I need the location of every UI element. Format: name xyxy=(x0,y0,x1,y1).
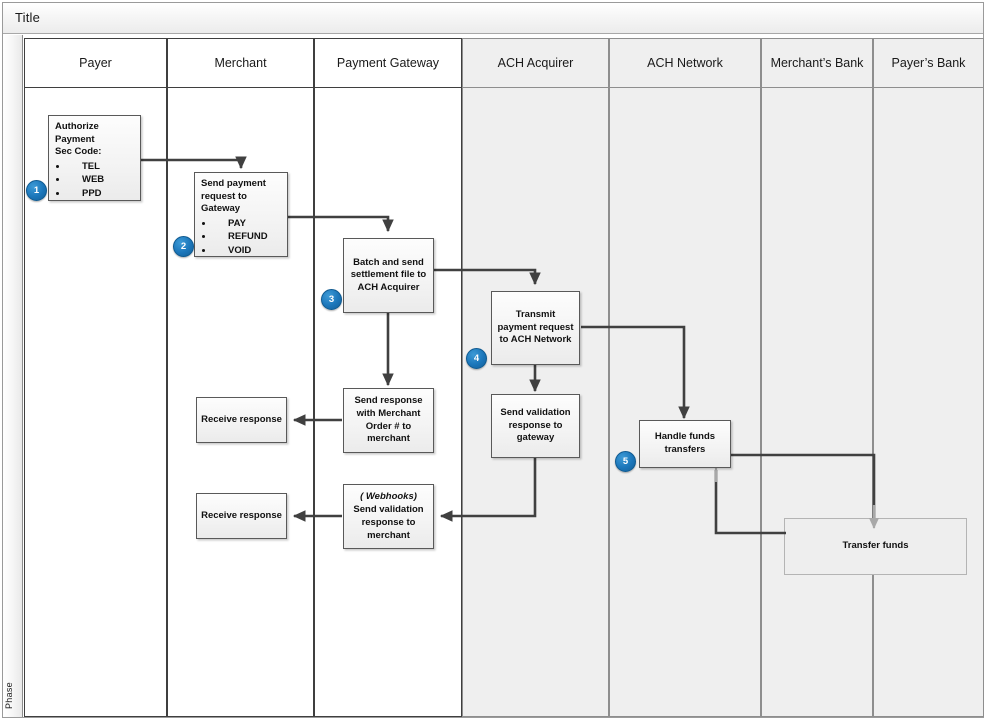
node-authorize-payment-line-1: Authorize xyxy=(55,121,99,132)
lane-body-payers-bank xyxy=(873,88,984,717)
lane-body-ach-network xyxy=(609,88,761,717)
bullet-web: WEB xyxy=(68,174,135,187)
title-bar: Title xyxy=(3,3,983,34)
node-receive-response-2-label: Receive response xyxy=(201,509,282,521)
node-receive-response-1[interactable]: Receive response xyxy=(196,397,287,443)
node-authorize-payment[interactable]: Authorize Payment Sec Code: TEL WEB PPD xyxy=(48,115,141,201)
bullet-pay: PAY xyxy=(214,218,282,231)
bullet-tel: TEL xyxy=(68,161,135,174)
step-badge-1: 1 xyxy=(26,180,47,201)
lane-header-merchant: Merchant xyxy=(167,38,314,88)
bullet-ppd: PPD xyxy=(68,188,135,201)
lane-header-ach-network: ACH Network xyxy=(609,38,761,88)
node-batch-and-send[interactable]: Batch and send settlement file to ACH Ac… xyxy=(343,238,434,313)
node-authorize-payment-line-3: Sec Code: xyxy=(55,146,102,158)
step-badge-3: 3 xyxy=(321,289,342,310)
node-transfer-funds-label: Transfer funds xyxy=(842,540,909,552)
lane-merchant: Merchant xyxy=(167,38,314,717)
lane-ach-acquirer: ACH Acquirer xyxy=(462,38,609,717)
node-send-response-order-label: Send response with Merchant Order # to m… xyxy=(354,395,423,445)
node-transfer-funds[interactable]: Transfer funds xyxy=(784,518,967,575)
node-authorize-payment-bullets: TEL WEB PPD xyxy=(55,161,135,201)
step-badge-2: 2 xyxy=(173,236,194,257)
step-badge-4: 4 xyxy=(466,348,487,369)
lane-ach-network: ACH Network xyxy=(609,38,761,717)
lane-header-payment-gateway: Payment Gateway xyxy=(314,38,462,88)
lane-body-merchants-bank xyxy=(761,88,873,717)
bullet-void: VOID xyxy=(214,245,282,258)
node-send-validation-gateway-label: Send validation response to gateway xyxy=(500,407,571,444)
node-send-payment-request-line-3: Gateway xyxy=(201,203,241,215)
node-transmit-request-label: Transmit payment request to ACH Network xyxy=(497,309,574,346)
lane-merchants-bank: Merchant’s Bank xyxy=(761,38,873,717)
node-transmit-request[interactable]: Transmit payment request to ACH Network xyxy=(491,291,580,365)
node-batch-and-send-label: Batch and send settlement file to ACH Ac… xyxy=(350,256,427,293)
bullet-refund: REFUND xyxy=(214,231,282,244)
lane-header-merchants-bank: Merchant’s Bank xyxy=(761,38,873,88)
phase-strip: Phase xyxy=(3,35,23,717)
node-receive-response-1-label: Receive response xyxy=(201,413,282,425)
lane-header-payer: Payer xyxy=(24,38,167,88)
lane-header-ach-acquirer: ACH Acquirer xyxy=(462,38,609,88)
node-send-payment-request[interactable]: Send payment request to Gateway PAY REFU… xyxy=(194,172,288,257)
node-handle-funds-label: Handle funds transfers xyxy=(654,431,716,455)
node-send-payment-request-line-1: Send payment xyxy=(201,178,266,189)
node-send-response-order[interactable]: Send response with Merchant Order # to m… xyxy=(343,388,434,453)
node-send-validation-merchant-note: ( Webhooks) xyxy=(360,490,417,502)
lane-payment-gateway: Payment Gateway xyxy=(314,38,462,717)
node-handle-funds[interactable]: Handle funds transfers xyxy=(639,420,731,468)
node-authorize-payment-line-2: Payment xyxy=(55,133,95,145)
page-title: Title xyxy=(15,10,41,25)
node-send-validation-gateway[interactable]: Send validation response to gateway xyxy=(491,394,580,458)
node-send-validation-merchant[interactable]: ( Webhooks) Send validation response to … xyxy=(343,484,434,549)
step-badge-5: 5 xyxy=(615,451,636,472)
lane-header-payers-bank: Payer’s Bank xyxy=(873,38,984,88)
node-receive-response-2[interactable]: Receive response xyxy=(196,493,287,539)
phase-label: Phase xyxy=(4,681,14,709)
lane-payers-bank: Payer’s Bank xyxy=(873,38,984,717)
node-send-payment-request-bullets: PAY REFUND VOID xyxy=(201,218,282,258)
node-send-payment-request-line-2: request to xyxy=(201,190,247,202)
node-send-validation-merchant-label: Send validation response to merchant xyxy=(353,504,424,541)
